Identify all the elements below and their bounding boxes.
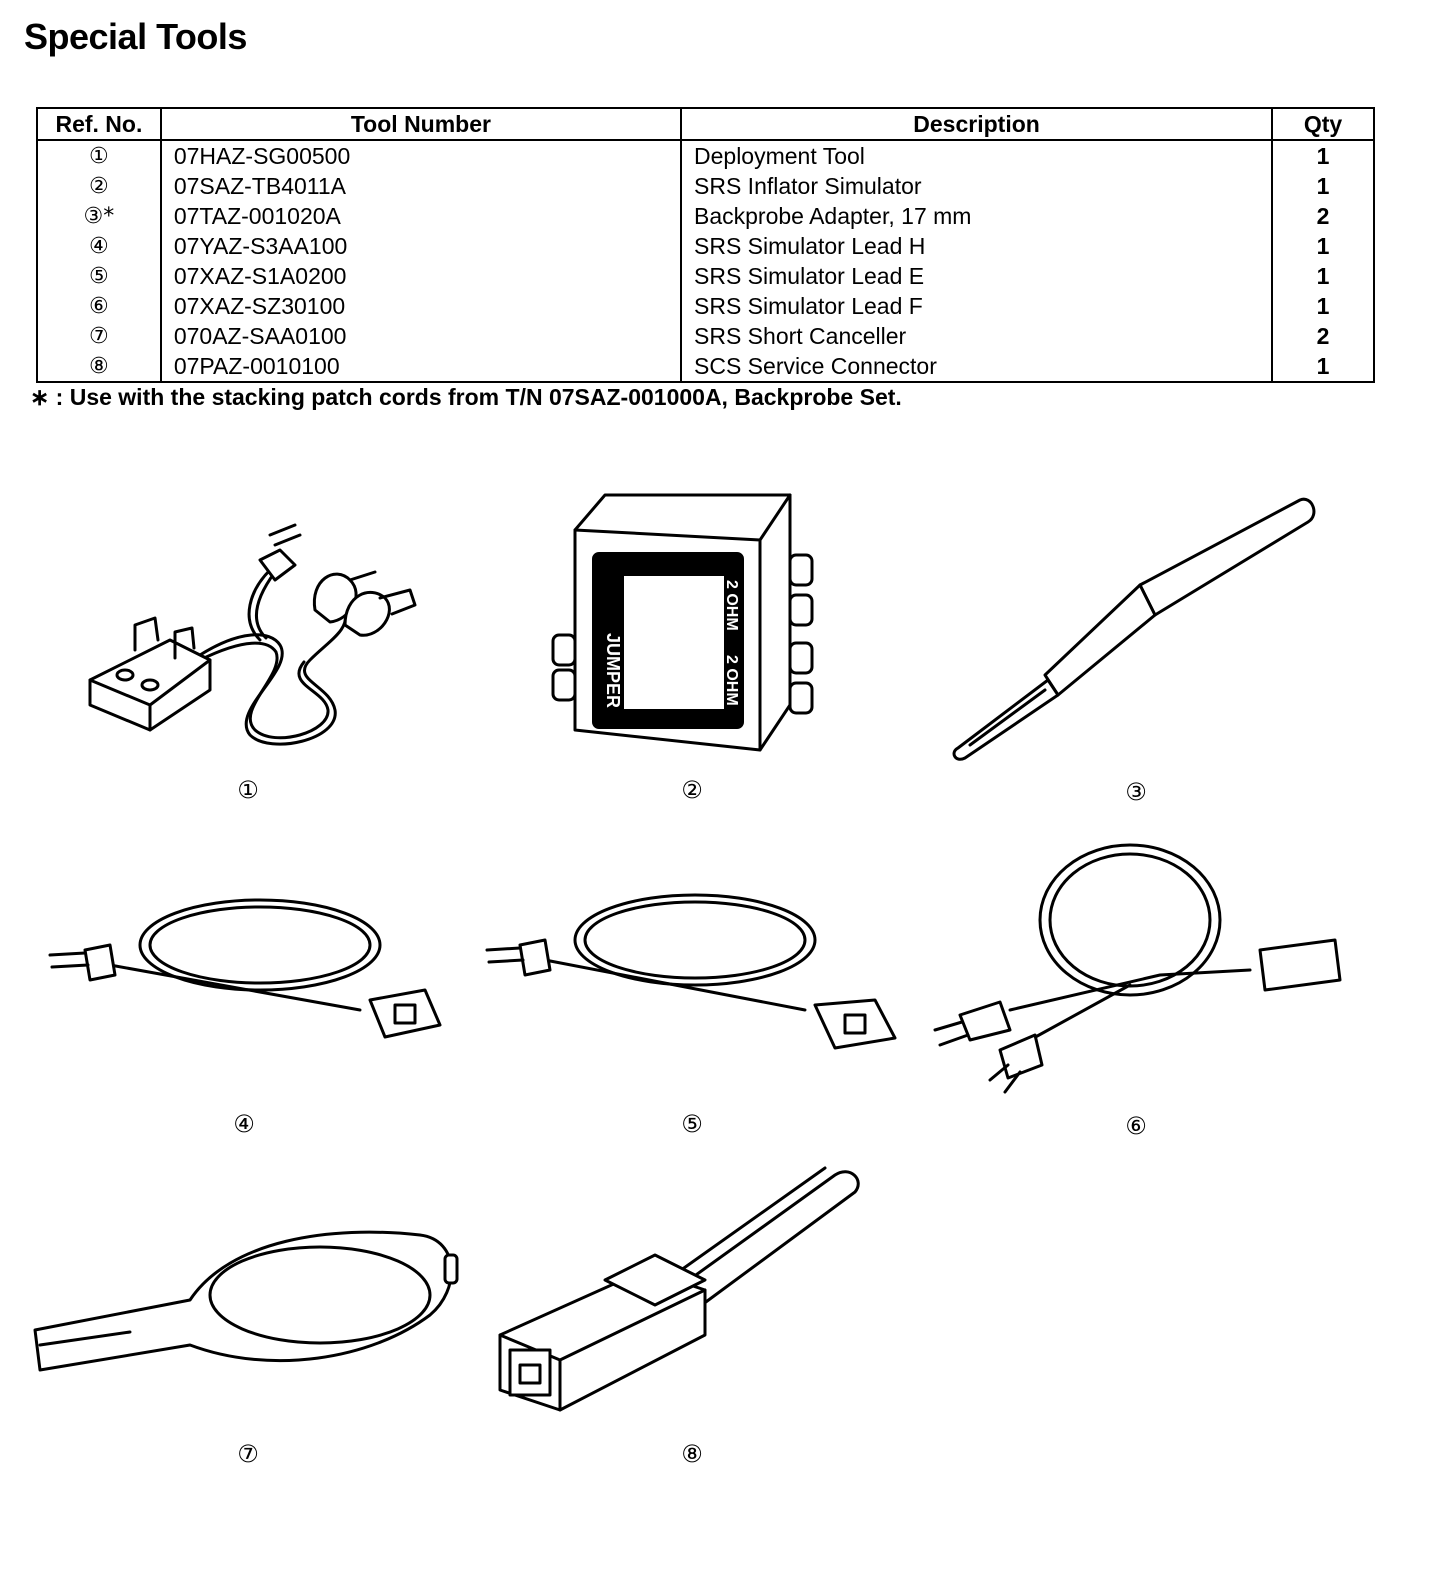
table-row: ⑧ 07PAZ-0010100 SCS Service Connector 1 (36, 351, 1375, 382)
header-tool-number: Tool Number (159, 107, 683, 141)
header-qty: Qty (1271, 107, 1375, 141)
ref-no-cell: ⑧ (36, 351, 162, 382)
short-canceller-icon (30, 1220, 460, 1390)
table-header-row: Ref. No. Tool Number Description Qty (36, 107, 1375, 141)
table-row: ④ 07YAZ-S3AA100 SRS Simulator Lead H 1 (36, 231, 1375, 261)
table-row: ⑤ 07XAZ-S1A0200 SRS Simulator Lead E 1 (36, 261, 1375, 291)
description-cell: SCS Service Connector (679, 351, 1274, 382)
description-cell: SRS Simulator Lead H (679, 231, 1274, 261)
ref-no-cell: ⑦ (36, 321, 162, 351)
qty-cell: 1 (1271, 231, 1375, 261)
table-row: ② 07SAZ-TB4011A SRS Inflator Simulator 1 (36, 171, 1375, 201)
tool-number-cell: 07YAZ-S3AA100 (159, 231, 683, 261)
ohm-label-a: 2 OHM (723, 580, 740, 631)
tool-number-cell: 07SAZ-TB4011A (159, 171, 683, 201)
description-cell: Deployment Tool (679, 140, 1274, 171)
caption-8: ⑧ (681, 1440, 703, 1468)
tool-number-cell: 07PAZ-0010100 (159, 351, 683, 382)
ref-no-cell: ⑥ (36, 291, 162, 321)
ohm-label-b: 2 OHM (723, 655, 740, 706)
qty-cell: 1 (1271, 140, 1375, 171)
service-connector-icon (495, 1160, 865, 1425)
ref-no-cell: ① (36, 140, 162, 171)
caption-5: ⑤ (681, 1110, 703, 1138)
qty-cell: 1 (1271, 291, 1375, 321)
tool-number-cell: 07XAZ-S1A0200 (159, 261, 683, 291)
qty-cell: 1 (1271, 351, 1375, 382)
qty-cell: 2 (1271, 321, 1375, 351)
tool-number-cell: 07TAZ-001020A (159, 201, 683, 231)
caption-3: ③ (1125, 778, 1147, 806)
description-cell: SRS Simulator Lead E (679, 261, 1274, 291)
description-cell: SRS Short Canceller (679, 321, 1274, 351)
qty-cell: 2 (1271, 201, 1375, 231)
description-cell: SRS Simulator Lead F (679, 291, 1274, 321)
header-description: Description (679, 107, 1274, 141)
tool-number-cell: 070AZ-SAA0100 (159, 321, 683, 351)
deployment-tool-icon (80, 510, 440, 770)
ref-no-cell: ④ (36, 231, 162, 261)
simulator-lead-h-icon (40, 895, 445, 1050)
footnote: ∗ : Use with the stacking patch cords fr… (30, 384, 902, 410)
qty-cell: 1 (1271, 261, 1375, 291)
jumper-label: JUMPER (603, 633, 623, 708)
tool-number-cell: 07XAZ-SZ30100 (159, 291, 683, 321)
description-cell: Backprobe Adapter, 17 mm (679, 201, 1274, 231)
header-ref-no: Ref. No. (36, 107, 162, 141)
caption-6: ⑥ (1125, 1112, 1147, 1140)
caption-4: ④ (233, 1110, 255, 1138)
description-cell: SRS Inflator Simulator (679, 171, 1274, 201)
simulator-lead-e-icon (485, 890, 905, 1060)
simulator-lead-f-icon (930, 840, 1350, 1100)
special-tools-table: Ref. No. Tool Number Description Qty ① 0… (36, 107, 1375, 383)
backprobe-adapter-icon (950, 490, 1320, 765)
caption-1: ① (237, 776, 259, 804)
table-row: ⑦ 070AZ-SAA0100 SRS Short Canceller 2 (36, 321, 1375, 351)
table-row: ⑥ 07XAZ-SZ30100 SRS Simulator Lead F 1 (36, 291, 1375, 321)
caption-7: ⑦ (237, 1440, 259, 1468)
tool-number-cell: 07HAZ-SG00500 (159, 140, 683, 171)
table-row: ③* 07TAZ-001020A Backprobe Adapter, 17 m… (36, 201, 1375, 231)
ref-no-cell: ② (36, 171, 162, 201)
caption-2: ② (681, 776, 703, 804)
inflator-simulator-icon: JUMPER 2 OHM 2 OHM (545, 485, 825, 770)
table-row: ① 07HAZ-SG00500 Deployment Tool 1 (36, 140, 1375, 171)
ref-no-cell: ⑤ (36, 261, 162, 291)
page-title: Special Tools (24, 16, 247, 57)
qty-cell: 1 (1271, 171, 1375, 201)
ref-no-cell: ③* (36, 201, 162, 231)
